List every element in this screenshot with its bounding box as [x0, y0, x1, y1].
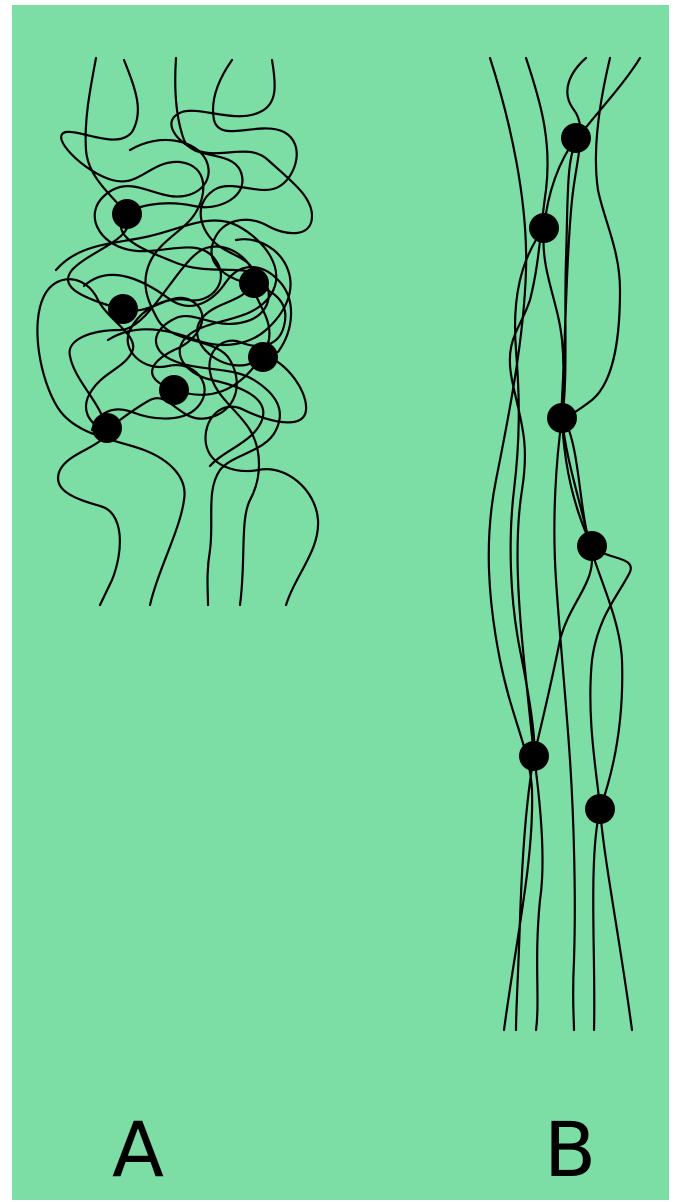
crosslink-b-4	[577, 531, 607, 561]
strand-a-4	[197, 60, 318, 605]
crosslink-b-2	[529, 213, 559, 243]
strand-a-3	[121, 58, 280, 605]
crosslink-a-4	[248, 342, 278, 372]
panel-label-a: A	[112, 1112, 164, 1188]
network-a	[37, 58, 318, 605]
strand-a-6	[92, 140, 221, 430]
crosslink-b-5	[519, 741, 549, 771]
crosslink-a-6	[92, 413, 122, 443]
crosslink-a-1	[112, 199, 142, 229]
crosslink-b-6	[585, 794, 615, 824]
crosslink-b-3	[547, 403, 577, 433]
crosslink-a-5	[159, 375, 189, 405]
network-b	[489, 58, 640, 1030]
strand-a-2	[37, 60, 236, 605]
strand-b-2	[510, 58, 548, 1030]
panel-label-b: B	[544, 1112, 596, 1188]
strand-b-6	[516, 138, 592, 1030]
crosslink-a-3	[108, 294, 138, 324]
crosslink-a-2	[239, 268, 269, 298]
crosslink-b-1	[561, 123, 591, 153]
